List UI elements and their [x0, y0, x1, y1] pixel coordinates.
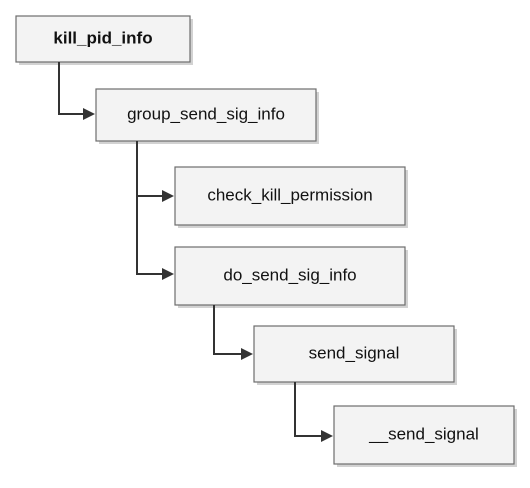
node-kill-pid-info: kill_pid_info	[15, 15, 193, 65]
arrowhead-icon	[321, 430, 333, 442]
node-check-kill-permission-label: check_kill_permission	[207, 185, 372, 204]
connector-kill-pid-info-to-group-send-sig-info	[58, 62, 95, 120]
node-double-underscore-send-signal-label: __send_signal	[368, 424, 479, 443]
arrowhead-icon	[83, 108, 95, 120]
arrowhead-icon	[241, 348, 253, 360]
node-check-kill-permission: check_kill_permission	[174, 166, 408, 228]
node-send-signal: send_signal	[253, 325, 457, 385]
node-do-send-sig-info-label: do_send_sig_info	[223, 265, 356, 284]
node-kill-pid-info-label: kill_pid_info	[53, 28, 152, 47]
connector-do-send-sig-info-to-send-signal	[213, 305, 253, 360]
node-double-underscore-send-signal: __send_signal	[333, 405, 517, 467]
connector-group-send-sig-info-to-do-send-sig-info	[136, 196, 174, 280]
arrowhead-icon	[162, 268, 174, 280]
node-group-send-sig-info: group_send_sig_info	[95, 88, 319, 144]
connector-group-send-sig-info-to-check-kill-permission	[136, 141, 174, 202]
node-send-signal-label: send_signal	[309, 343, 400, 362]
node-group-send-sig-info-label: group_send_sig_info	[127, 104, 285, 123]
arrowhead-icon	[162, 190, 174, 202]
node-do-send-sig-info: do_send_sig_info	[174, 246, 408, 308]
connector-send-signal-to-double-underscore-send-signal	[294, 382, 333, 442]
